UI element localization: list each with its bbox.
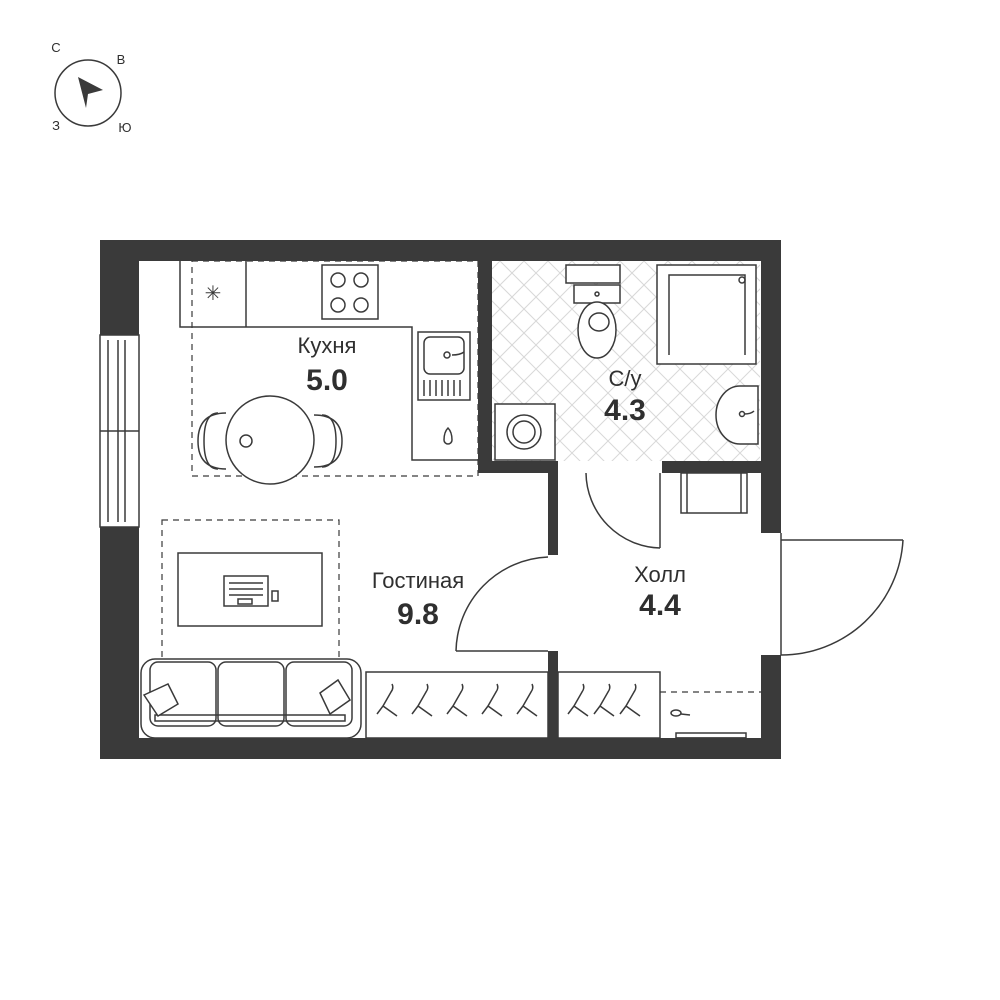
- tile-line: [492, 261, 621, 390]
- tile-line: [492, 444, 509, 461]
- tile-line: [492, 324, 629, 461]
- tile-line: [176, 261, 476, 561]
- bathroom-area-value: 4.3: [604, 394, 646, 427]
- tile-line: [0, 261, 116, 561]
- coat-hanger-icon: [446, 683, 468, 717]
- key-icon: [670, 709, 691, 717]
- door-bathroom: [585, 472, 661, 549]
- tile-line: [824, 261, 1000, 561]
- compass-east: В: [117, 52, 126, 67]
- tile-line: [932, 261, 1000, 561]
- coat-hanger-icon: [411, 683, 433, 717]
- coat-hanger-icon: [516, 683, 538, 717]
- tile-line: [492, 261, 573, 342]
- living-name: Гостиная: [372, 568, 464, 593]
- wardrobe-hall: [557, 671, 661, 739]
- tile-line: [860, 261, 1000, 561]
- tile-line: [492, 300, 653, 461]
- tile-line: [188, 261, 488, 561]
- hall-name: Холл: [634, 562, 686, 587]
- tile-line: [812, 261, 1000, 561]
- coat-hanger-icon: [481, 683, 503, 717]
- coat-hanger-icon: [619, 683, 641, 717]
- tile-line: [908, 261, 1000, 561]
- tile-line: [920, 261, 1000, 561]
- tile-line: [492, 261, 549, 318]
- tile-line: [896, 261, 1000, 561]
- living-area-value: 9.8: [397, 598, 439, 631]
- hall-area-value: 4.4: [639, 589, 681, 622]
- door-entrance: [780, 533, 904, 656]
- coat-hanger-icon: [376, 683, 398, 717]
- kitchen-area-value: 5.0: [306, 364, 348, 397]
- coat-hanger-icon: [593, 683, 615, 717]
- compass-south: Ю: [118, 120, 131, 135]
- tile-line: [164, 261, 464, 561]
- fridge-icon: ✳: [205, 281, 222, 305]
- compass-west: З: [52, 118, 60, 133]
- svg-text:✳: ✳: [205, 281, 222, 305]
- tile-line: [776, 261, 1000, 561]
- tile-line: [848, 261, 1000, 561]
- tile-line: [659, 360, 760, 461]
- tile-line: [0, 261, 92, 561]
- compass-north: С: [51, 40, 60, 55]
- tile-line: [752, 261, 1000, 561]
- tile-line: [872, 261, 1000, 561]
- coat-hanger-icon: [567, 683, 589, 717]
- kitchen-area: ✳: [179, 260, 479, 485]
- tile-line: [0, 261, 188, 561]
- sink-icon: [417, 331, 471, 445]
- tile-line: [764, 261, 1000, 561]
- desk: [177, 552, 323, 627]
- washing-machine-icon: [494, 403, 556, 461]
- tile-line: [499, 261, 701, 461]
- door-living-hall: [455, 556, 549, 652]
- tile-line: [944, 261, 1000, 561]
- stove-icon: [321, 264, 379, 320]
- hall-cabinet: [660, 691, 761, 739]
- tile-line: [611, 312, 760, 461]
- window: [99, 334, 140, 528]
- bathroom: С/у 4.3: [494, 264, 759, 461]
- wardrobe-living: [365, 671, 549, 739]
- tile-line: [980, 261, 1000, 561]
- tile-line: [635, 336, 760, 461]
- living-room: Гостиная 9.8: [140, 519, 549, 739]
- tile-line: [492, 261, 597, 366]
- toilet-icon: [565, 264, 621, 359]
- kitchen-name: Кухня: [298, 333, 357, 358]
- compass-icon: С В Ю З: [51, 40, 131, 135]
- tile-line: [492, 276, 677, 461]
- tile-line: [836, 261, 1000, 561]
- bathroom-name: С/у: [609, 366, 642, 391]
- washbasin-icon: [715, 385, 759, 445]
- sofa-icon: [140, 658, 362, 739]
- tile-line: [523, 261, 725, 461]
- tile-line: [788, 261, 1000, 561]
- walls: [100, 240, 781, 759]
- laptop-icon: [223, 575, 279, 607]
- hall: Холл 4.4: [557, 472, 904, 739]
- tile-line: [884, 261, 1000, 561]
- shower-icon: [656, 264, 757, 365]
- dining-table-icon: [197, 395, 343, 485]
- tile-line: [956, 261, 1000, 561]
- tile-line: [800, 261, 1000, 561]
- tile-line: [968, 261, 1000, 561]
- shoe-rack: [680, 472, 748, 514]
